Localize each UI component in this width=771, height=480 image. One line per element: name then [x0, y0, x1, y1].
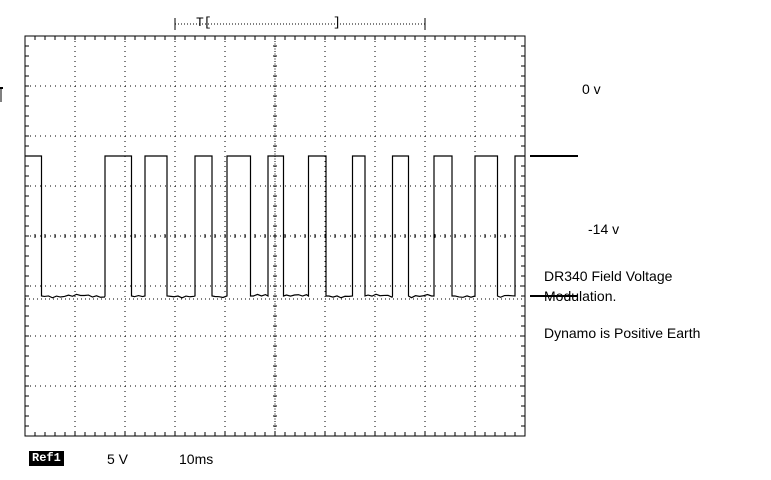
- annotation-line-3: Dynamo is Positive Earth: [544, 325, 701, 341]
- level-low-label: -14 v: [588, 221, 620, 237]
- annotation-line-2: Modulation.: [544, 288, 617, 304]
- level-markers: [530, 155, 578, 297]
- graticule: [24, 35, 526, 437]
- trigger-window-marker: [0, 18, 426, 102]
- reference-channel-badge: Ref1: [29, 451, 64, 466]
- annotation-line-1: DR340 Field Voltage: [544, 268, 673, 284]
- time-per-division: 10ms: [179, 451, 214, 467]
- level-high-label: 0 v: [582, 81, 601, 97]
- trigger-window-close: ]: [333, 15, 341, 30]
- trigger-window-label: T[: [196, 15, 212, 30]
- square-wave-trace: [25, 155, 525, 299]
- volts-per-division: 5 V: [107, 451, 129, 467]
- waveform-trace: [25, 155, 525, 299]
